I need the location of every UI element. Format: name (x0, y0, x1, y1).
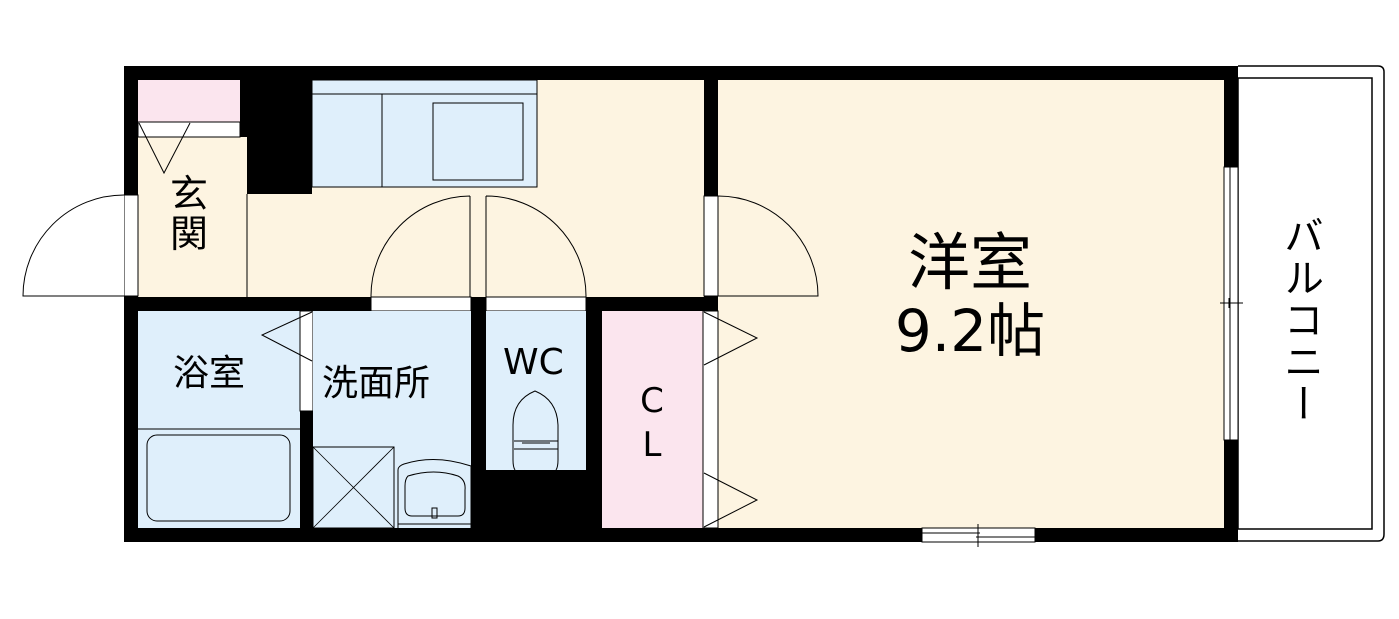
toilet-bowl (512, 390, 559, 471)
washroom-label: 洗面所 (322, 363, 431, 404)
balcony-label: バルコニー (1277, 215, 1323, 425)
corridor-floor (247, 194, 704, 297)
western-room-size: 9.2帖 (894, 297, 1046, 365)
bottom-window (921, 524, 1036, 547)
toilet-floor (486, 311, 586, 470)
washroom-door (370, 195, 471, 298)
bathroom-label: 浴室 (173, 353, 246, 394)
front-door (22, 194, 139, 297)
entrance-floor (138, 137, 247, 297)
wash-basin (397, 458, 472, 528)
western-room-floor (718, 80, 1224, 528)
entrance-label-line1: 玄 (170, 172, 209, 216)
closet-label-line2: L (642, 425, 662, 465)
closet-label: C L (637, 384, 667, 462)
kitchen-counter (311, 79, 538, 188)
balcony (1237, 65, 1385, 542)
western-room-label: 洋室 9.2帖 (880, 226, 1060, 365)
entrance-label: 玄 関 (170, 175, 208, 253)
washing-machine-space (312, 446, 395, 529)
closet-floor (602, 311, 703, 528)
shoe-cabinet (138, 80, 240, 122)
washroom-floor (313, 311, 471, 528)
toilet-label: WC (503, 342, 564, 383)
toilet-door (485, 195, 587, 298)
balcony-window (1220, 166, 1243, 441)
closet-label-line1: C (640, 381, 664, 421)
entrance-label-line2: 関 (170, 212, 209, 256)
western-room-name: 洋室 (907, 226, 1032, 299)
room-door (717, 195, 819, 297)
bathtub (146, 434, 291, 522)
bathroom-floor (138, 311, 300, 528)
